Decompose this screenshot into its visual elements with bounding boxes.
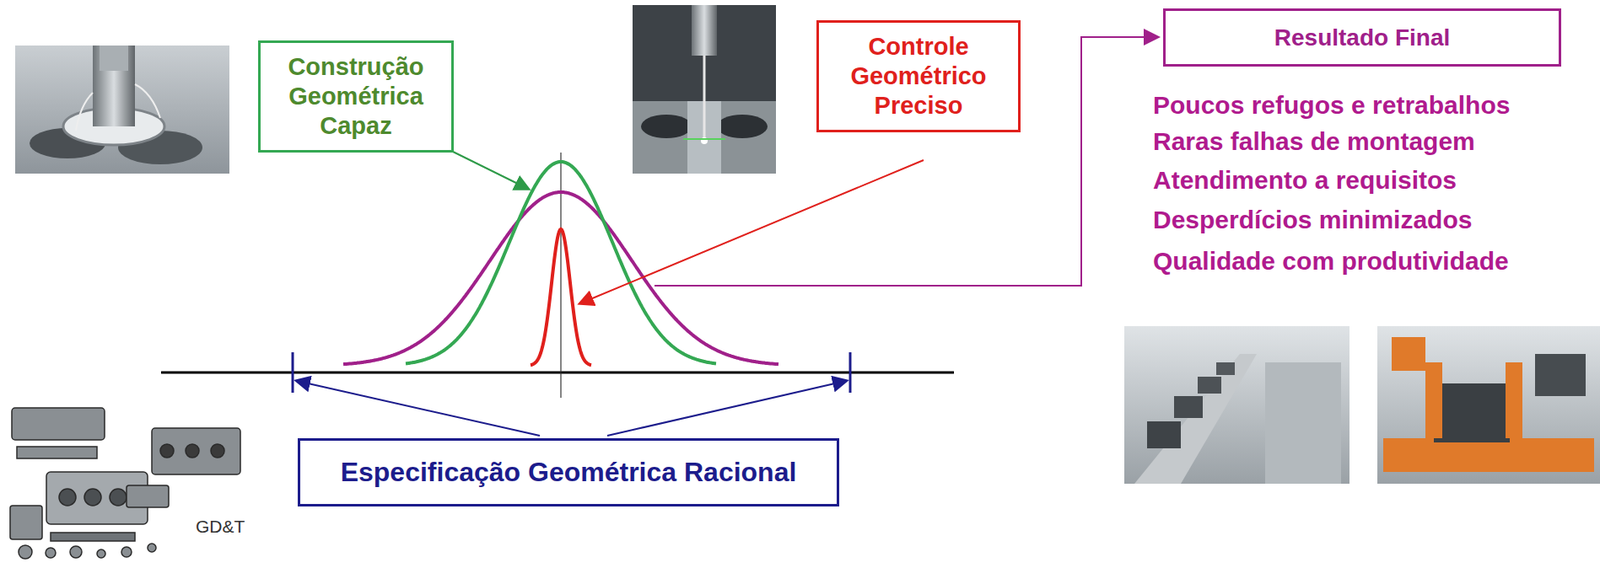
leader-arrow bbox=[296, 381, 540, 437]
leader-arrow bbox=[449, 150, 528, 189]
center-line bbox=[560, 152, 561, 399]
distribution-curve bbox=[343, 192, 779, 365]
machining-photo bbox=[15, 45, 230, 174]
specification-box: Especificação Geométrica Racional bbox=[297, 438, 840, 507]
result-item: Raras falhas de montagem bbox=[1152, 127, 1476, 157]
limit-mark bbox=[291, 352, 295, 394]
result-item: Desperdícios minimizados bbox=[1152, 205, 1472, 235]
result-item: Atendimento a requisitos bbox=[1152, 166, 1457, 195]
limit-mark bbox=[849, 352, 852, 394]
probe-photo bbox=[632, 5, 776, 174]
result-box: Resultado Final bbox=[1163, 8, 1562, 67]
leader-arrow bbox=[607, 381, 846, 437]
assembly-line-photo bbox=[1377, 326, 1600, 485]
standard-label: GD&T bbox=[193, 517, 247, 538]
assembly-line-photo bbox=[1124, 326, 1350, 485]
distribution-curve bbox=[530, 229, 592, 366]
distribution-curve bbox=[405, 161, 717, 364]
box-text: Construção Geométrica Capaz bbox=[269, 52, 443, 141]
capability-box: Construção Geométrica Capaz bbox=[258, 40, 454, 153]
control-box: Controle Geométrico Preciso bbox=[816, 20, 1021, 133]
leader-arrow bbox=[580, 160, 924, 304]
box-text: Resultado Final bbox=[1274, 23, 1450, 53]
box-text: Controle Geométrico Preciso bbox=[827, 32, 1010, 120]
axis-line bbox=[161, 371, 954, 375]
result-item: Qualidade com produtividade bbox=[1152, 247, 1509, 276]
result-item: Poucos refugos e retrabalhos bbox=[1152, 91, 1510, 120]
box-text: Especificação Geométrica Racional bbox=[340, 456, 798, 489]
